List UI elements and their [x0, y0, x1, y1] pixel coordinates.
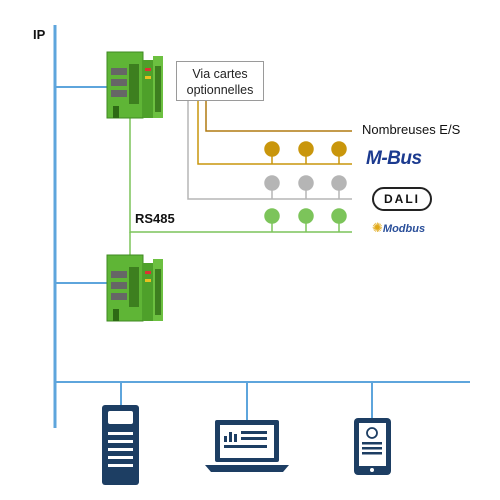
mbus-device — [298, 141, 314, 157]
dali-device — [298, 175, 314, 191]
dali-devices — [264, 175, 347, 199]
dali-device — [264, 175, 280, 191]
optional-cards-line-1: Via cartes — [192, 67, 248, 81]
optional-cards-line-2: optionnelles — [186, 83, 254, 97]
dali-line — [187, 101, 352, 200]
modbus-logo: ✺Modbus — [372, 220, 425, 236]
mbus-device — [264, 141, 280, 157]
optional-cards-box: Via cartes optionnelles — [176, 61, 264, 101]
laptop-icon — [205, 420, 289, 472]
tablet-icon — [354, 418, 391, 475]
mbus-device — [331, 141, 347, 157]
many-io-label: Nombreuses E/S — [362, 122, 461, 137]
controller-icon — [106, 51, 163, 119]
rs485-label: RS485 — [135, 211, 175, 226]
modbus-swirl-icon: ✺ — [372, 220, 383, 235]
modbus-logo-text: Modbus — [382, 223, 426, 235]
io-line — [205, 101, 352, 132]
modbus-device — [298, 208, 314, 224]
modbus-devices — [264, 208, 347, 232]
mbus-devices — [264, 141, 347, 164]
modbus-device — [264, 208, 280, 224]
modbus-device — [331, 208, 347, 224]
mbus-logo: M-Bus — [366, 148, 422, 169]
dali-logo: DALI — [372, 187, 432, 211]
ip-label: IP — [33, 27, 46, 42]
dali-device — [331, 175, 347, 191]
mbus-line — [197, 101, 352, 165]
server-icon — [102, 405, 139, 485]
controller-icon — [106, 254, 163, 322]
